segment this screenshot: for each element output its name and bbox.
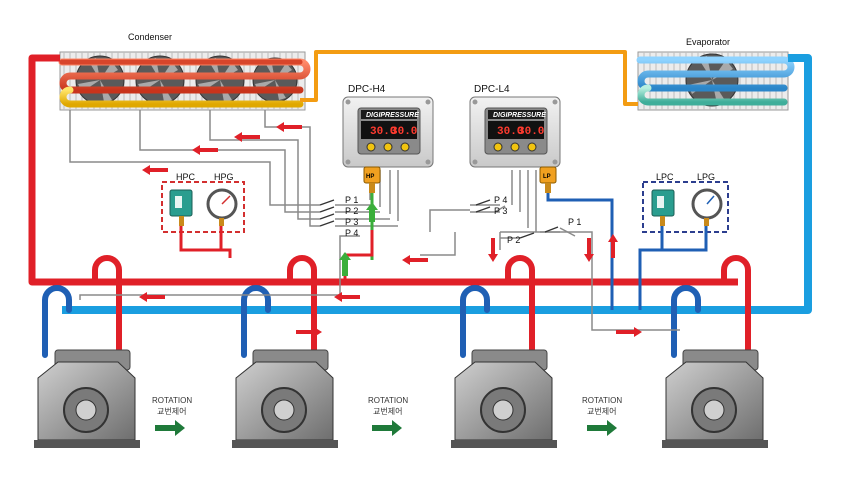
rotation-label: ROTATION: [152, 396, 192, 405]
high-pressure-instruments: HPC HPG: [161, 172, 245, 258]
controller-h-title: DPC-H4: [348, 84, 386, 95]
high-switch-p1: P 1: [345, 195, 358, 205]
lpg-label: LPG: [697, 172, 715, 182]
low-pressure-instruments: LPC LPG: [638, 172, 729, 310]
controller-dpc-h4: DPC-H4 DIGIPRESSURE 30.0 30.0 HP: [342, 84, 434, 193]
lpc-label: LPC: [656, 172, 674, 182]
low-switch-contacts: [475, 199, 559, 239]
arrow-left-icon: [276, 122, 302, 132]
hot-gas-line: [28, 54, 738, 286]
arrow-up-icon: [366, 202, 378, 222]
condenser-coils: [58, 58, 311, 108]
rotation-sublabel: 교번제어: [373, 406, 402, 416]
oil-line: [300, 50, 638, 106]
flow-arrows: [139, 122, 642, 337]
arrow-left-icon: [142, 165, 168, 175]
down-button-icon[interactable]: [510, 142, 520, 152]
up-button-icon[interactable]: [400, 142, 410, 152]
high-switch-p4: P 4: [345, 228, 358, 238]
arrow-right-icon: [616, 327, 642, 337]
compressor-3: [451, 349, 557, 448]
high-switch-p2: P 2: [345, 206, 358, 216]
low-switch-p2: P 2: [507, 235, 520, 245]
controller-h-display-right: 30.0: [391, 126, 417, 138]
arrow-left-icon: [192, 145, 218, 155]
arrow-right-icon: [296, 327, 322, 337]
set-button-icon[interactable]: [493, 142, 503, 152]
arrow-left-icon: [402, 255, 428, 265]
compressors: [34, 349, 768, 448]
low-switch-p1: P 1: [568, 217, 581, 227]
controller-h-display-left: 30.0: [370, 126, 396, 138]
controller-l-brand: DIGIPRESSURE: [493, 112, 546, 119]
controller-l-title: DPC-L4: [474, 84, 510, 95]
rotation-sublabel: 교번제어: [587, 406, 616, 416]
compressor-2: [232, 349, 338, 448]
arrow-up-icon: [339, 252, 351, 276]
controller-dpc-l4: DPC-L4 DIGIPRESSURE 30.0 30.0 LP: [469, 84, 561, 193]
suction-main-line: [62, 54, 812, 314]
arrow-left-icon: [234, 132, 260, 142]
hpg-label: HPG: [214, 172, 234, 182]
arrow-down-icon: [584, 238, 594, 262]
evaporator-label: Evaporator: [686, 37, 730, 47]
controller-l-tag: LP: [543, 174, 551, 180]
high-switch-contacts: [319, 199, 335, 227]
arrow-down-icon: [488, 238, 498, 262]
controller-l-display-left: 30.0: [497, 126, 523, 138]
arrow-left-icon: [139, 292, 165, 302]
compressor-4: [662, 349, 768, 448]
controller-h-tag: HP: [366, 174, 374, 180]
condenser: Condenser: [58, 32, 311, 111]
hpc-label: HPC: [176, 172, 196, 182]
compressor-1: [34, 349, 140, 448]
controller-l-display-right: 30.0: [518, 126, 544, 138]
rotation-3: ROTATION 교번제어: [582, 396, 622, 436]
compressor-pipe-loops: [42, 255, 751, 375]
rotation-arrow-icon: [372, 420, 402, 436]
rotation-2: ROTATION 교번제어: [368, 396, 408, 436]
rotation-label: ROTATION: [582, 396, 622, 405]
condenser-label: Condenser: [128, 32, 172, 42]
high-switch-p3: P 3: [345, 217, 358, 227]
controller-h-brand: DIGIPRESSURE: [366, 112, 419, 119]
down-button-icon[interactable]: [383, 142, 393, 152]
low-switch-p4: P 4: [494, 195, 507, 205]
lp-sensor-line: [546, 193, 614, 310]
rotation-label: ROTATION: [368, 396, 408, 405]
arrow-up-icon: [608, 234, 618, 258]
up-button-icon[interactable]: [527, 142, 537, 152]
set-button-icon[interactable]: [366, 142, 376, 152]
rotation-1: ROTATION 교번제어: [152, 396, 192, 436]
low-switch-p3: P 3: [494, 206, 507, 216]
rotation-sublabel: 교번제어: [157, 406, 186, 416]
evaporator: Evaporator: [636, 37, 795, 111]
rotation-arrow-icon: [587, 420, 617, 436]
rotation-arrow-icon: [155, 420, 185, 436]
arrow-left-icon: [334, 292, 360, 302]
